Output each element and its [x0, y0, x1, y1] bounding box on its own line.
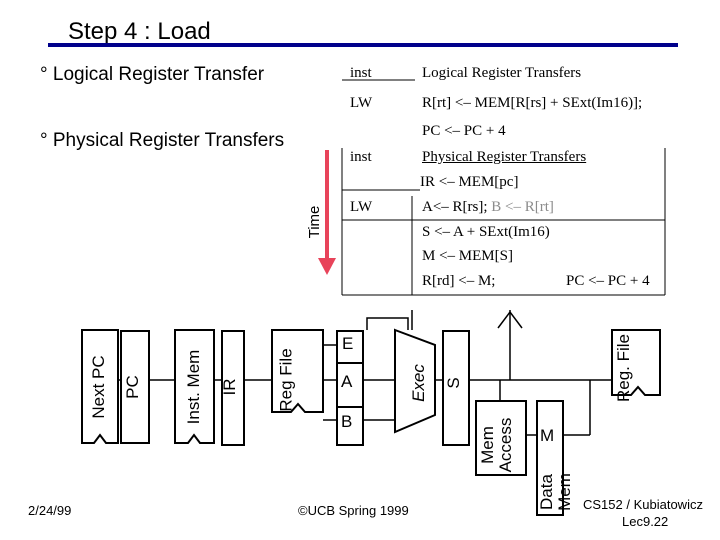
m-register	[536, 400, 564, 516]
b-register	[336, 406, 364, 446]
physical-step-4-b: PC <– PC + 4	[566, 273, 650, 289]
physical-fetch: IR <– MEM[pc]	[420, 174, 519, 190]
reg-file-write-block: Reg. File	[614, 333, 633, 403]
next-pc-block: Next PC	[89, 355, 108, 419]
time-arrow-head	[318, 258, 336, 275]
physical-step-4-a: R[rd] <– M;	[422, 273, 496, 289]
data-mem-label: Data Mem	[537, 473, 574, 511]
exec-alu-shape	[394, 328, 436, 434]
inst-mem-block: Inst. Mem	[184, 349, 203, 425]
physical-step-1: A<– R[rs]; B <– R[rt]	[422, 199, 554, 216]
physical-step-2: S <– A + SExt(Im16)	[422, 224, 550, 240]
ir-register	[221, 330, 245, 446]
physical-step-3: M <– MEM[S]	[422, 248, 513, 264]
m-label: M	[540, 426, 555, 445]
logical-header-transfers: Logical Register Transfers	[422, 65, 582, 81]
exec-label: Exec	[409, 364, 428, 402]
logical-header-inst: inst	[350, 65, 372, 81]
e-label: E	[342, 334, 354, 353]
bullet-physical: ° Physical Register Transfers	[40, 130, 285, 151]
mem-access-label: Mem Access	[478, 417, 515, 473]
s-register	[442, 330, 470, 446]
logical-row-inst: LW	[350, 95, 373, 111]
ir-label: IR	[220, 378, 239, 396]
time-label: Time	[306, 205, 323, 239]
footer-date: 2/24/99	[28, 503, 72, 518]
footer-lecture: Lec9.22	[622, 514, 669, 529]
pc-register	[120, 330, 150, 444]
title-rule	[48, 43, 678, 47]
physical-row-inst: LW	[350, 199, 373, 215]
bullet-logical: ° Logical Register Transfer	[40, 64, 265, 85]
slide-title: Step 4 : Load	[68, 18, 211, 45]
b-label: B	[341, 412, 353, 431]
physical-step-1-a: A<– R[rs];	[422, 199, 492, 215]
mem-access-block	[475, 400, 527, 476]
s-label: S	[444, 377, 463, 389]
pc-label: PC	[123, 375, 142, 399]
footer-copyright: ©UCB Spring 1999	[298, 503, 409, 518]
physical-step-1-b: B <– R[rt]	[491, 199, 554, 215]
a-label: A	[341, 372, 353, 391]
logical-row-transfer: R[rt] <– MEM[R[rs] + SExt(Im16)];	[422, 95, 643, 111]
logical-pc-update: PC <– PC + 4	[422, 123, 506, 139]
footer-course: CS152 / Kubiatowicz	[583, 497, 703, 512]
reg-file-block: Reg File	[276, 348, 296, 412]
physical-header-inst: inst	[350, 149, 372, 165]
physical-header-transfers: Physical Register Transfers	[422, 149, 587, 165]
